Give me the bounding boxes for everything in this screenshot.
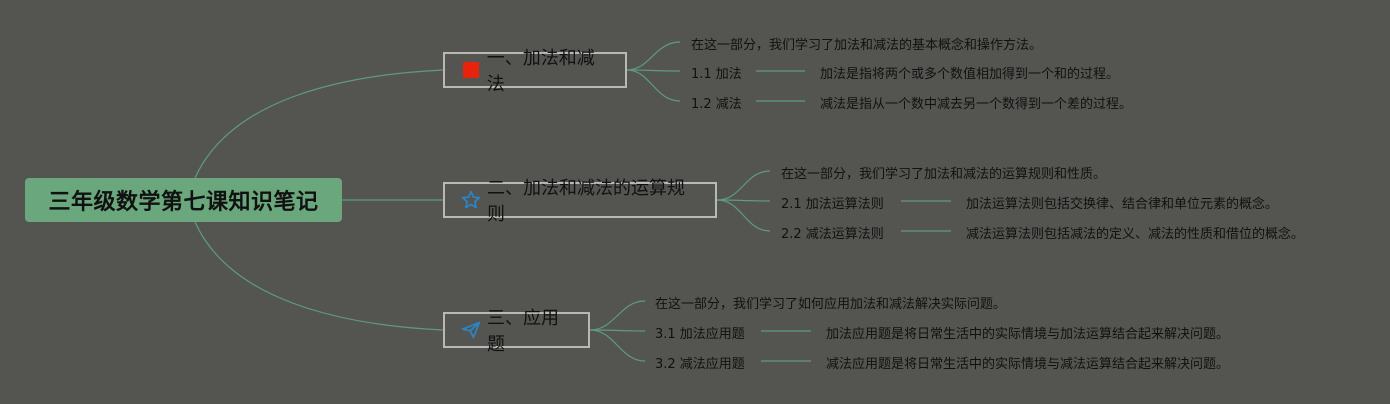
- branch-title: 三、应用题: [487, 308, 559, 355]
- branch-1-item-1-desc: 加法是指将两个或多个数值相加得到一个和的过程。: [820, 67, 1120, 82]
- branch-2-intro: 在这一部分，我们学习了加法和减法的运算规则和性质。: [781, 167, 1107, 182]
- branch-3-intro: 在这一部分，我们学习了如何应用加法和减法解决实际问题。: [655, 297, 1007, 312]
- branch-1-intro: 在这一部分，我们学习了加法和减法的基本概念和操作方法。: [691, 38, 1043, 53]
- branch-title: 二、加法和减法的运算规则: [487, 178, 685, 225]
- branch-1-item-2-desc: 减法是指从一个数中减去另一个数得到一个差的过程。: [820, 97, 1133, 112]
- paper-plane-icon: [461, 320, 481, 340]
- branch-2-item-2-desc: 减法运算法则包括减法的定义、减法的性质和借位的概念。: [966, 227, 1305, 242]
- branch-3-item-2-desc: 减法应用题是将日常生活中的实际情境与减法运算结合起来解决问题。: [826, 357, 1230, 372]
- root-node[interactable]: 三年级数学第七课知识笔记: [25, 178, 342, 222]
- branch-3-item-2-label: 3.2 减法应用题: [655, 357, 745, 372]
- branch-node-2[interactable]: 二、加法和减法的运算规则: [443, 178, 717, 225]
- branch-2-item-1-desc: 加法运算法则包括交换律、结合律和单位元素的概念。: [966, 197, 1279, 212]
- red-square-icon: [461, 60, 481, 80]
- branch-1-item-2-label: 1.2 减法: [691, 97, 742, 112]
- branch-2-item-1-label: 2.1 加法运算法则: [781, 197, 884, 212]
- branch-1-item-1-label: 1.1 加法: [691, 67, 742, 82]
- root-title: 三年级数学第七课知识笔记: [48, 190, 319, 215]
- branch-node-3[interactable]: 三、应用题: [443, 308, 590, 355]
- branch-2-item-2-label: 2.2 减法运算法则: [781, 227, 884, 242]
- branch-title: 一、加法和减法: [486, 48, 595, 95]
- branch-node-1[interactable]: 一、加法和减法: [443, 48, 627, 95]
- star-outline-icon: [461, 190, 481, 210]
- branch-3-item-1-desc: 加法应用题是将日常生活中的实际情境与加法运算结合起来解决问题。: [826, 327, 1230, 342]
- branch-3-item-1-label: 3.1 加法应用题: [655, 327, 745, 342]
